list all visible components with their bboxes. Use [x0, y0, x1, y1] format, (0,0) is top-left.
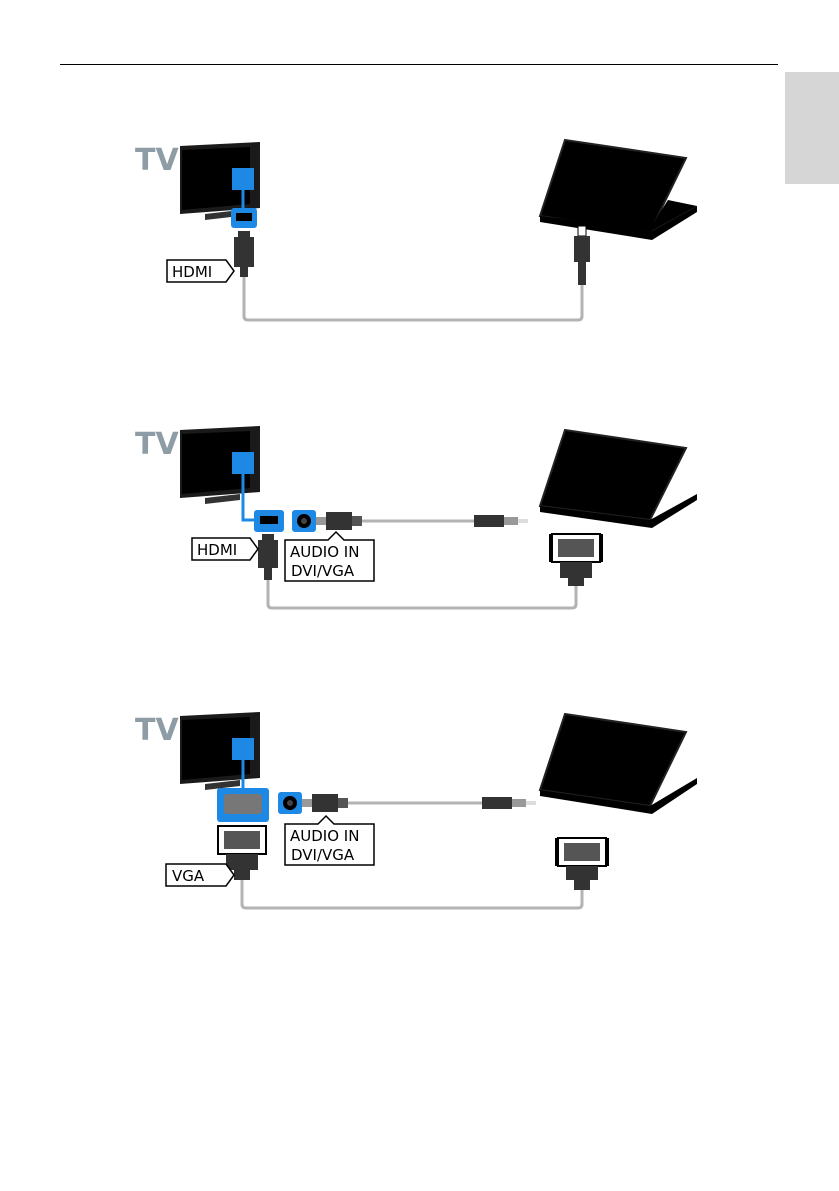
laptop-icon — [540, 140, 697, 240]
audio-jack-plug-icon — [474, 515, 528, 527]
cable — [268, 580, 576, 608]
audio-jack-plug-icon — [316, 512, 362, 530]
hdmi-label-box: HDMI — [192, 538, 258, 560]
audio-label-box: AUDIO IN DVI/VGA — [285, 816, 374, 865]
dvi-to-hdmi-connection-diagram: TV HDMI AUDIO IN DVI/VGA — [0, 408, 839, 628]
vga-plug-icon — [555, 838, 609, 890]
audio-label-box: AUDIO IN DVI/VGA — [285, 532, 374, 581]
tv-icon — [180, 712, 260, 790]
hdmi-port-icon — [254, 510, 284, 532]
audio-label-line2: DVI/VGA — [291, 846, 355, 864]
vga-port-icon — [217, 788, 269, 822]
audio-label-line2: DVI/VGA — [291, 562, 355, 580]
tv-icon — [180, 426, 260, 504]
cable — [244, 277, 582, 320]
hdmi-connection-diagram: TV HDMI — [0, 120, 839, 340]
laptop-icon — [540, 714, 697, 814]
tv-label: TV — [135, 713, 179, 748]
header-rule — [60, 64, 778, 65]
laptop-icon — [540, 430, 697, 528]
laptop-hdmi-plug-icon — [574, 226, 590, 285]
hdmi-label: HDMI — [197, 541, 237, 559]
cable — [242, 880, 582, 908]
audio-label-line1: AUDIO IN — [290, 543, 359, 561]
vga-label: VGA — [172, 867, 205, 885]
audio-jack-plug-icon — [482, 797, 536, 809]
hdmi-label: HDMI — [172, 263, 212, 281]
audio-port-icon — [278, 792, 302, 814]
tv-label: TV — [135, 143, 179, 178]
dvi-plug-icon — [549, 534, 603, 586]
tv-label: TV — [135, 427, 179, 462]
hdmi-port-icon — [231, 208, 257, 228]
vga-label-box: VGA — [166, 864, 234, 886]
audio-label-line1: AUDIO IN — [290, 827, 359, 845]
audio-jack-plug-icon — [302, 794, 348, 812]
vga-connection-diagram: TV VGA AUDIO IN DVI/VGA — [0, 692, 839, 922]
hdmi-plug-icon — [258, 534, 278, 580]
hdmi-plug-icon — [234, 231, 254, 277]
hdmi-label-box: HDMI — [167, 260, 234, 282]
audio-port-icon — [292, 510, 316, 532]
